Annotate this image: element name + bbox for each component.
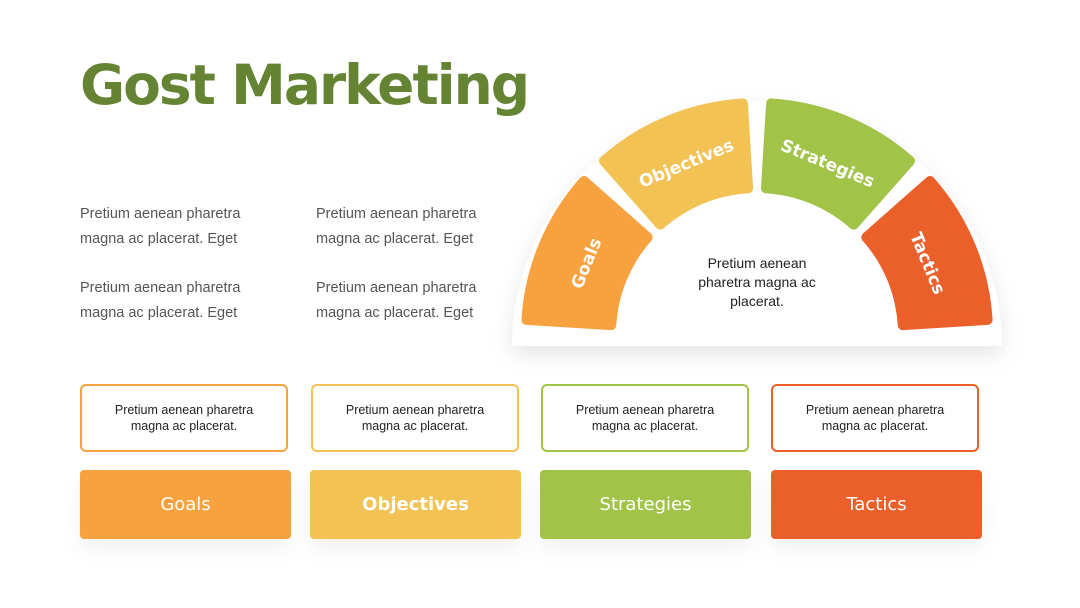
- objectives-button[interactable]: Objectives: [310, 470, 521, 539]
- text-line: magna ac placerat. Eget: [316, 231, 474, 247]
- button-label: Objectives: [362, 494, 469, 515]
- text-line: Pretium aenean pharetra: [80, 280, 241, 296]
- card-text: Pretium aenean pharetra magna ac placera…: [575, 403, 715, 433]
- text-line: magna ac placerat. Eget: [316, 305, 474, 321]
- arch-segment-tactics[interactable]: [861, 175, 993, 331]
- text-line: magna ac placerat. Eget: [80, 231, 238, 247]
- card-text: Pretium aenean pharetra magna ac placera…: [805, 403, 945, 433]
- text-block-2: Pretium aenean pharetra magna ac placera…: [316, 202, 516, 252]
- goals-button[interactable]: Goals: [80, 470, 291, 539]
- button-label: Tactics: [846, 494, 907, 515]
- card-text: Pretium aenean pharetra magna ac placera…: [345, 403, 485, 433]
- strategies-button[interactable]: Strategies: [540, 470, 751, 539]
- text-block-1: Pretium aenean pharetra magna ac placera…: [80, 202, 280, 252]
- text-line: Pretium aenean pharetra: [80, 206, 241, 222]
- text-line: Pretium aenean: [707, 255, 807, 271]
- text-line: Pretium aenean pharetra: [316, 206, 477, 222]
- arch-segment-goals[interactable]: [521, 175, 653, 331]
- arch-segment-strategies[interactable]: [760, 98, 916, 230]
- button-label: Goals: [160, 494, 211, 515]
- card-tactics: Pretium aenean pharetra magna ac placera…: [771, 384, 979, 452]
- text-line: pharetra magna ac: [698, 274, 816, 290]
- button-label: Strategies: [599, 494, 692, 515]
- card-strategies: Pretium aenean pharetra magna ac placera…: [541, 384, 749, 452]
- text-block-3: Pretium aenean pharetra magna ac placera…: [80, 276, 280, 326]
- card-objectives: Pretium aenean pharetra magna ac placera…: [311, 384, 519, 452]
- page-title: Gost Marketing: [80, 53, 530, 117]
- text-block-4: Pretium aenean pharetra magna ac placera…: [316, 276, 516, 326]
- arch-segment-objectives[interactable]: [598, 98, 754, 230]
- card-text: Pretium aenean pharetra magna ac placera…: [114, 403, 254, 433]
- text-line: magna ac placerat. Eget: [80, 305, 238, 321]
- card-goals: Pretium aenean pharetra magna ac placera…: [80, 384, 288, 452]
- tactics-button[interactable]: Tactics: [771, 470, 982, 539]
- text-line: Pretium aenean pharetra: [316, 280, 477, 296]
- text-line: placerat.: [730, 293, 784, 309]
- arch-center-text: Pretium aenean pharetra magna ac placera…: [672, 254, 842, 311]
